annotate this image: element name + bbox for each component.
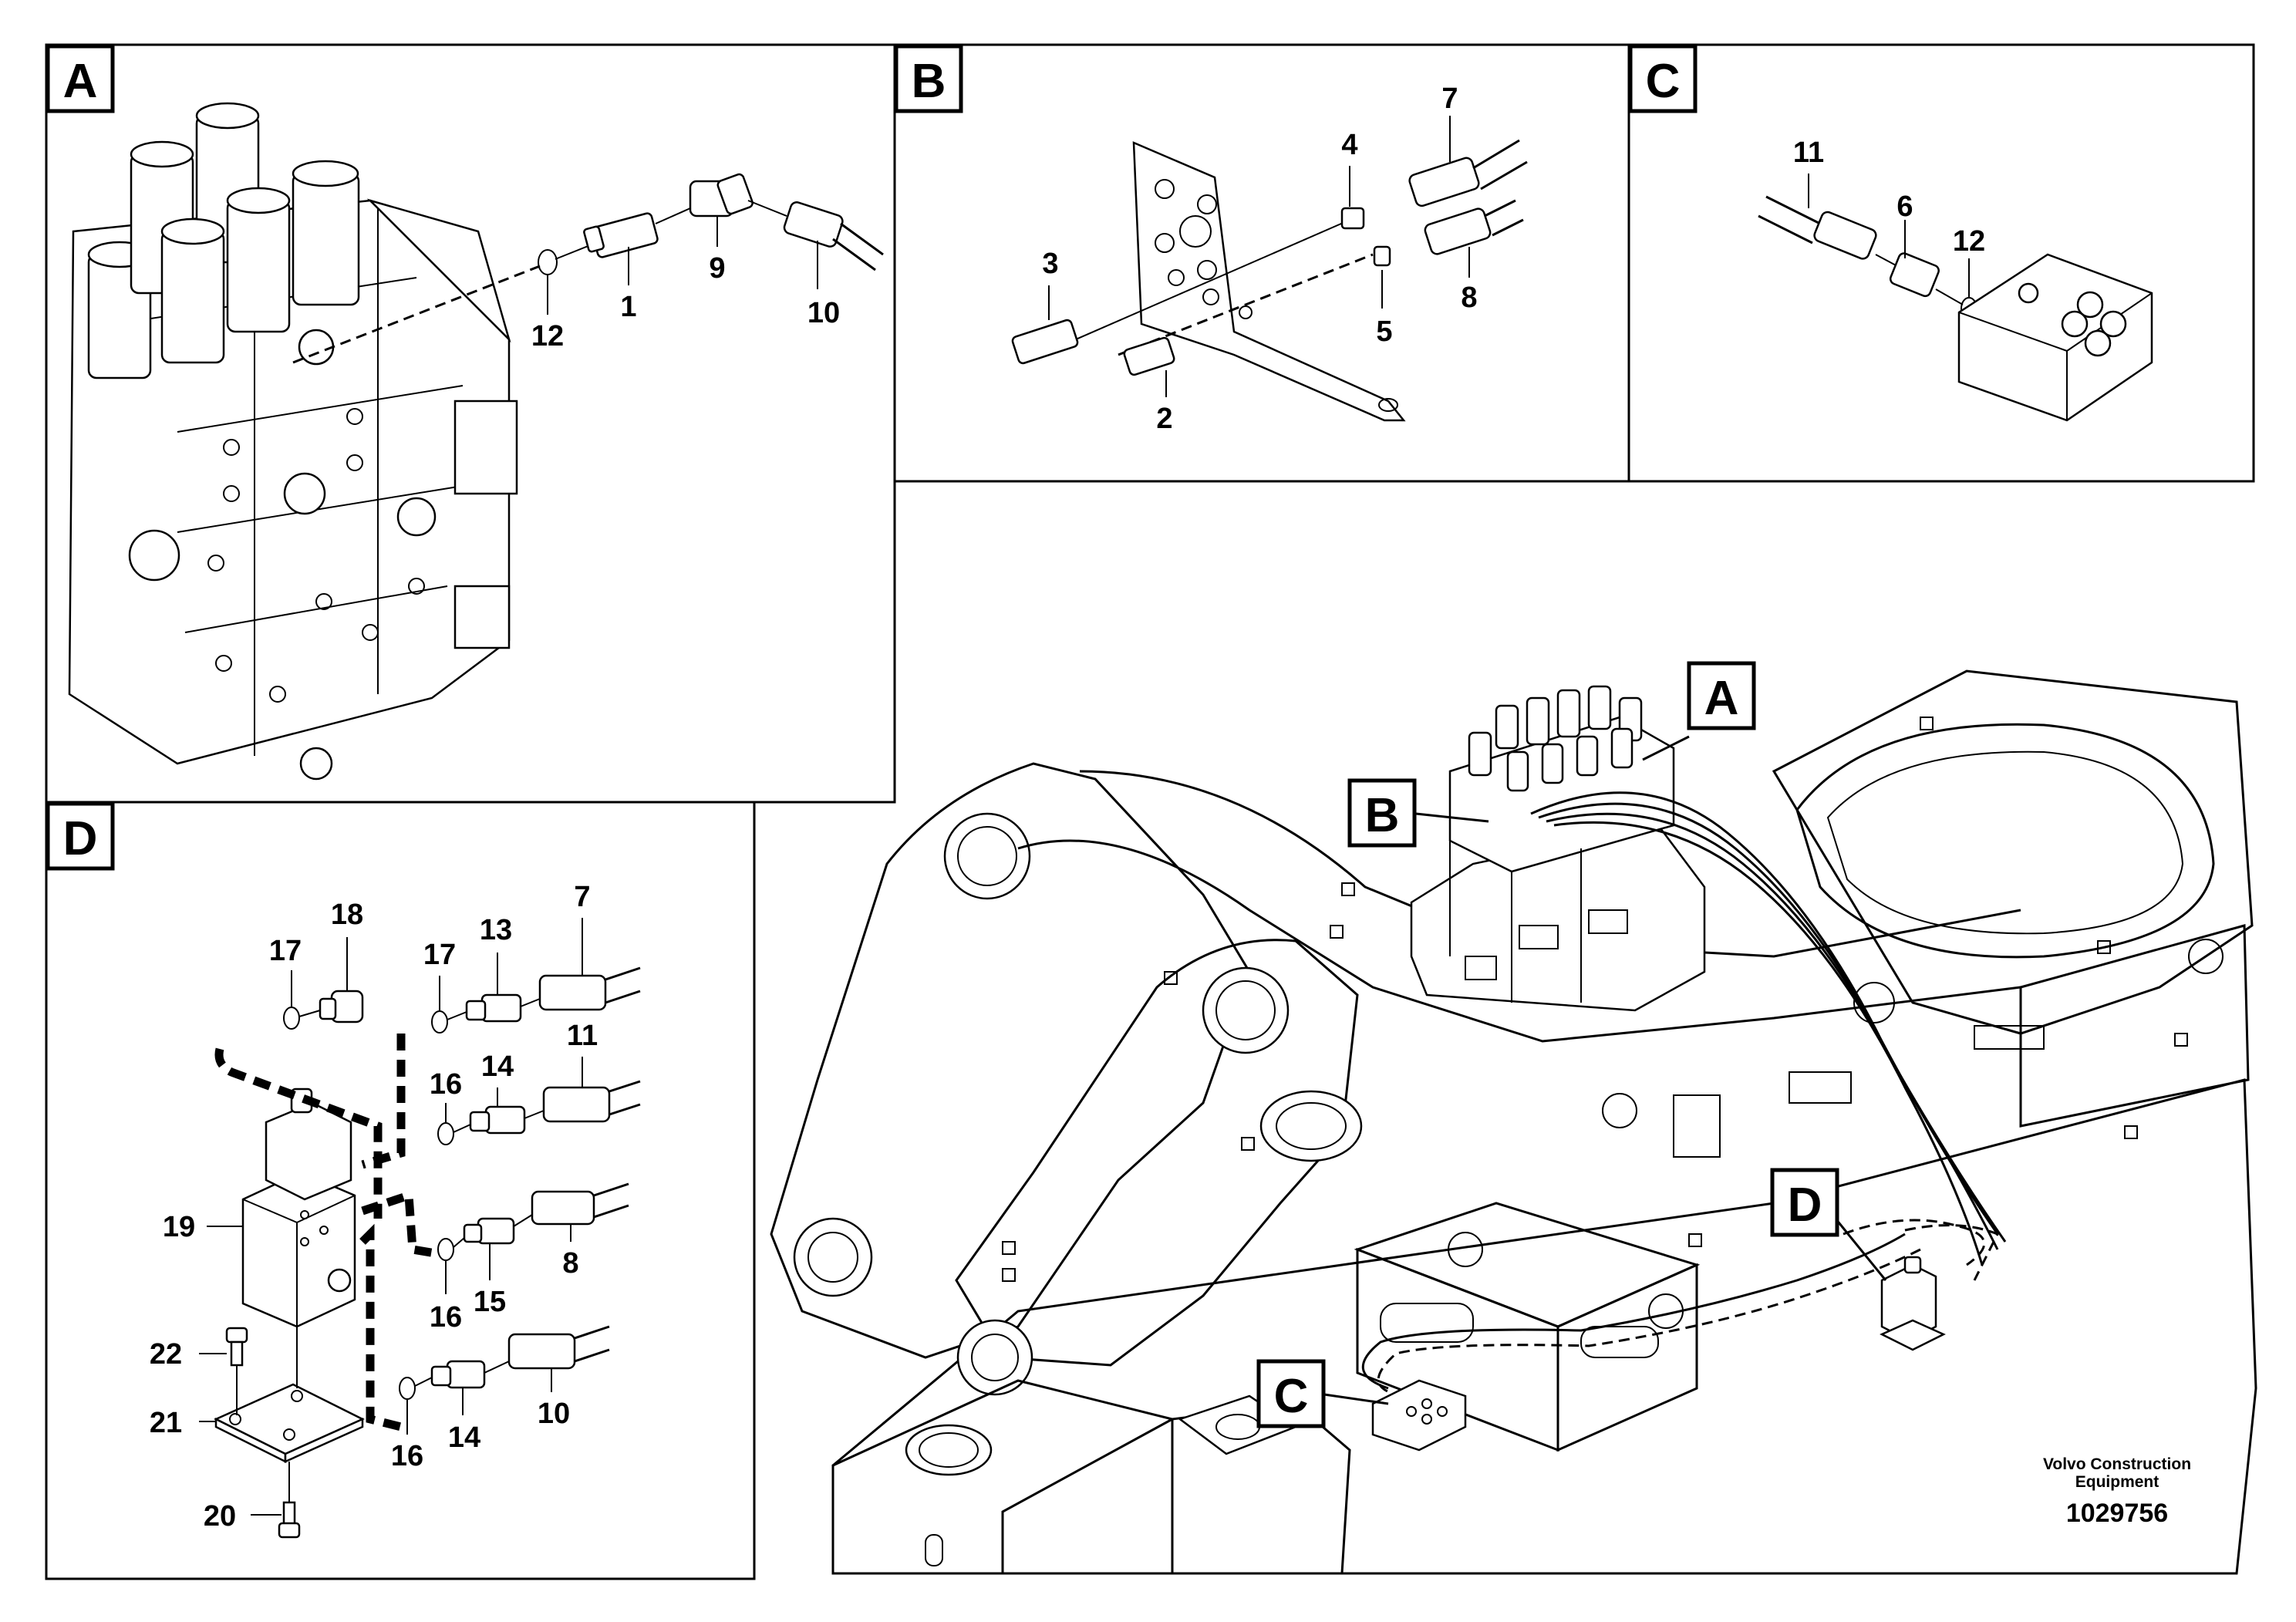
machine-overview (770, 669, 2257, 1575)
hose-end-8 (1424, 199, 1524, 255)
callout-d-16a: 16 (430, 1068, 462, 1101)
callout-d-19: 19 (163, 1211, 195, 1243)
callout-d-14a: 14 (481, 1050, 514, 1083)
callout-a-9: 9 (709, 252, 725, 285)
callout-d-7: 7 (574, 881, 590, 913)
callout-d-16c: 16 (391, 1440, 423, 1472)
document-number: 1029756 (2066, 1499, 2168, 1528)
panel-d-letter: D (63, 812, 98, 865)
hose-end-8-d (531, 1182, 629, 1226)
elbow-9 (689, 173, 754, 218)
plug-18 (319, 990, 364, 1023)
manifold-block (1957, 253, 2153, 422)
adapter-14b (430, 1360, 486, 1389)
brand-line-1: Volvo Construction (2043, 1455, 2191, 1473)
adapter-2 (1123, 336, 1175, 376)
panel-b-letter: B (912, 55, 946, 108)
callout-d-11: 11 (567, 1020, 598, 1052)
o-ring-17a (283, 1007, 300, 1030)
mounting-bracket (1132, 141, 1406, 422)
nut-4 (1340, 207, 1365, 230)
hose-end-11 (1758, 195, 1877, 260)
o-ring-16b (437, 1238, 454, 1261)
overview-label-a: A (1642, 661, 1756, 761)
panel-d: D (45, 801, 756, 1580)
callout-c-6: 6 (1896, 191, 1913, 223)
hose-end-11-d (542, 1080, 641, 1123)
adapter-15 (463, 1217, 515, 1245)
solenoid-valve-19 (241, 1088, 356, 1328)
svg-text:B: B (1365, 789, 1400, 842)
callout-b-4: 4 (1341, 129, 1357, 161)
adapter-3 (1011, 319, 1079, 365)
callout-b-7: 7 (1441, 83, 1458, 115)
panel-c-letter: C (1646, 55, 1681, 108)
o-ring-12 (538, 249, 558, 275)
svg-text:C: C (1274, 1370, 1309, 1423)
control-valve-overview (1410, 685, 1706, 1012)
brand-line-2: Equipment (2075, 1473, 2159, 1491)
callout-d-17a: 17 (269, 935, 302, 967)
callout-a-12: 12 (531, 320, 564, 352)
callout-c-12: 12 (1953, 225, 1985, 258)
manifold-block-overview (1371, 1379, 1467, 1452)
hose-end-7-d (538, 966, 641, 1011)
o-ring-16a (437, 1122, 454, 1145)
solenoid-valve-overview (1880, 1256, 1946, 1351)
panel-b: B (893, 43, 1630, 483)
bolt-20 (278, 1501, 301, 1539)
callout-d-21: 21 (150, 1407, 182, 1439)
callout-d-22: 22 (150, 1338, 182, 1371)
o-ring-16c (399, 1377, 416, 1400)
callout-c-11: 11 (1793, 137, 1824, 169)
overview-label-d: D (1770, 1168, 1887, 1281)
panel-a-letter: A (63, 55, 98, 108)
overview-label-c: C (1256, 1359, 1389, 1428)
callout-b-2: 2 (1156, 403, 1172, 435)
solenoid-valves (87, 102, 360, 379)
callout-d-20: 20 (204, 1500, 236, 1533)
panel-a: A (45, 43, 896, 804)
o-ring-17b (431, 1010, 448, 1034)
svg-text:D: D (1788, 1179, 1822, 1232)
panel-c: C 11 6 12 (1627, 43, 2255, 483)
callout-a-10: 10 (807, 297, 840, 329)
base-plate-21 (214, 1383, 365, 1464)
callout-d-14b: 14 (448, 1421, 480, 1454)
adapter-13 (465, 993, 522, 1023)
adapter-14a (469, 1105, 526, 1135)
adapter-6 (1889, 252, 1940, 298)
callout-b-3: 3 (1042, 248, 1058, 280)
callout-d-16b: 16 (430, 1301, 462, 1334)
callout-b-5: 5 (1376, 315, 1392, 348)
callout-d-17b: 17 (423, 939, 456, 971)
hose-end-10 (783, 201, 884, 271)
callout-d-8: 8 (562, 1247, 578, 1280)
callout-d-15: 15 (474, 1286, 506, 1318)
callout-d-18: 18 (331, 899, 363, 931)
nut-5 (1373, 245, 1391, 267)
callout-a-1: 1 (620, 291, 636, 323)
callout-b-8: 8 (1461, 282, 1477, 314)
adapter-1 (583, 212, 659, 258)
callout-d-10: 10 (538, 1398, 570, 1430)
bolt-22 (225, 1327, 248, 1367)
overview-label-b: B (1347, 778, 1489, 848)
hose-end-10-d (507, 1325, 610, 1370)
callout-d-13: 13 (480, 914, 512, 946)
svg-text:A: A (1704, 672, 1739, 725)
hose-end-7 (1408, 139, 1528, 207)
